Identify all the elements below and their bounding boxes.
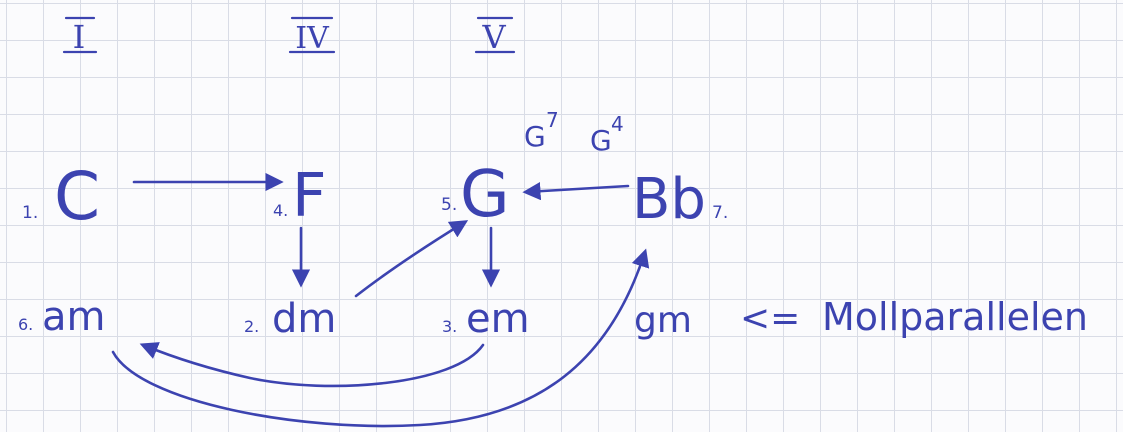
chord-order-dm: 2. — [244, 317, 259, 336]
svg-text:G: G — [590, 124, 612, 157]
svg-text:7: 7 — [546, 108, 559, 132]
degree-label-subdominant: IV — [288, 16, 336, 56]
chord-order-bb: 7. — [712, 203, 728, 223]
chord-c: C — [54, 158, 100, 235]
chord-order-am: 6. — [18, 315, 33, 334]
arrow-em-to-am — [139, 342, 485, 388]
svg-text:G: G — [524, 120, 546, 153]
degree-label-dominant: V — [474, 16, 516, 56]
chord-order-g: 5. — [441, 195, 457, 215]
arrow-dm-to-g — [354, 220, 469, 298]
chord-em: em — [466, 296, 530, 342]
chord-f: F — [292, 161, 327, 231]
chord-g: G — [460, 158, 510, 232]
annotation-text: Mollparallelen — [822, 295, 1088, 339]
svg-text:IV: IV — [295, 21, 330, 56]
chord-dm: dm — [272, 296, 336, 342]
chord-g7-label: G 7 — [524, 108, 559, 153]
arrow-bb-to-g — [522, 182, 630, 201]
arrow-am-to-bb — [111, 248, 650, 428]
chord-g4-label: G 4 — [590, 112, 624, 157]
annotation-arrow: <= — [740, 298, 800, 339]
chord-order-em: 3. — [442, 317, 457, 336]
chord-am: am — [42, 294, 105, 340]
chord-gm: gm — [634, 300, 692, 341]
svg-text:I: I — [73, 18, 86, 56]
chord-order-f: 4. — [273, 201, 288, 220]
svg-text:V: V — [481, 18, 506, 56]
svg-text:4: 4 — [611, 112, 624, 136]
chord-order-c: 1. — [22, 203, 38, 223]
chord-bb: Bb — [632, 167, 706, 232]
degree-label-tonic: I — [62, 16, 98, 56]
